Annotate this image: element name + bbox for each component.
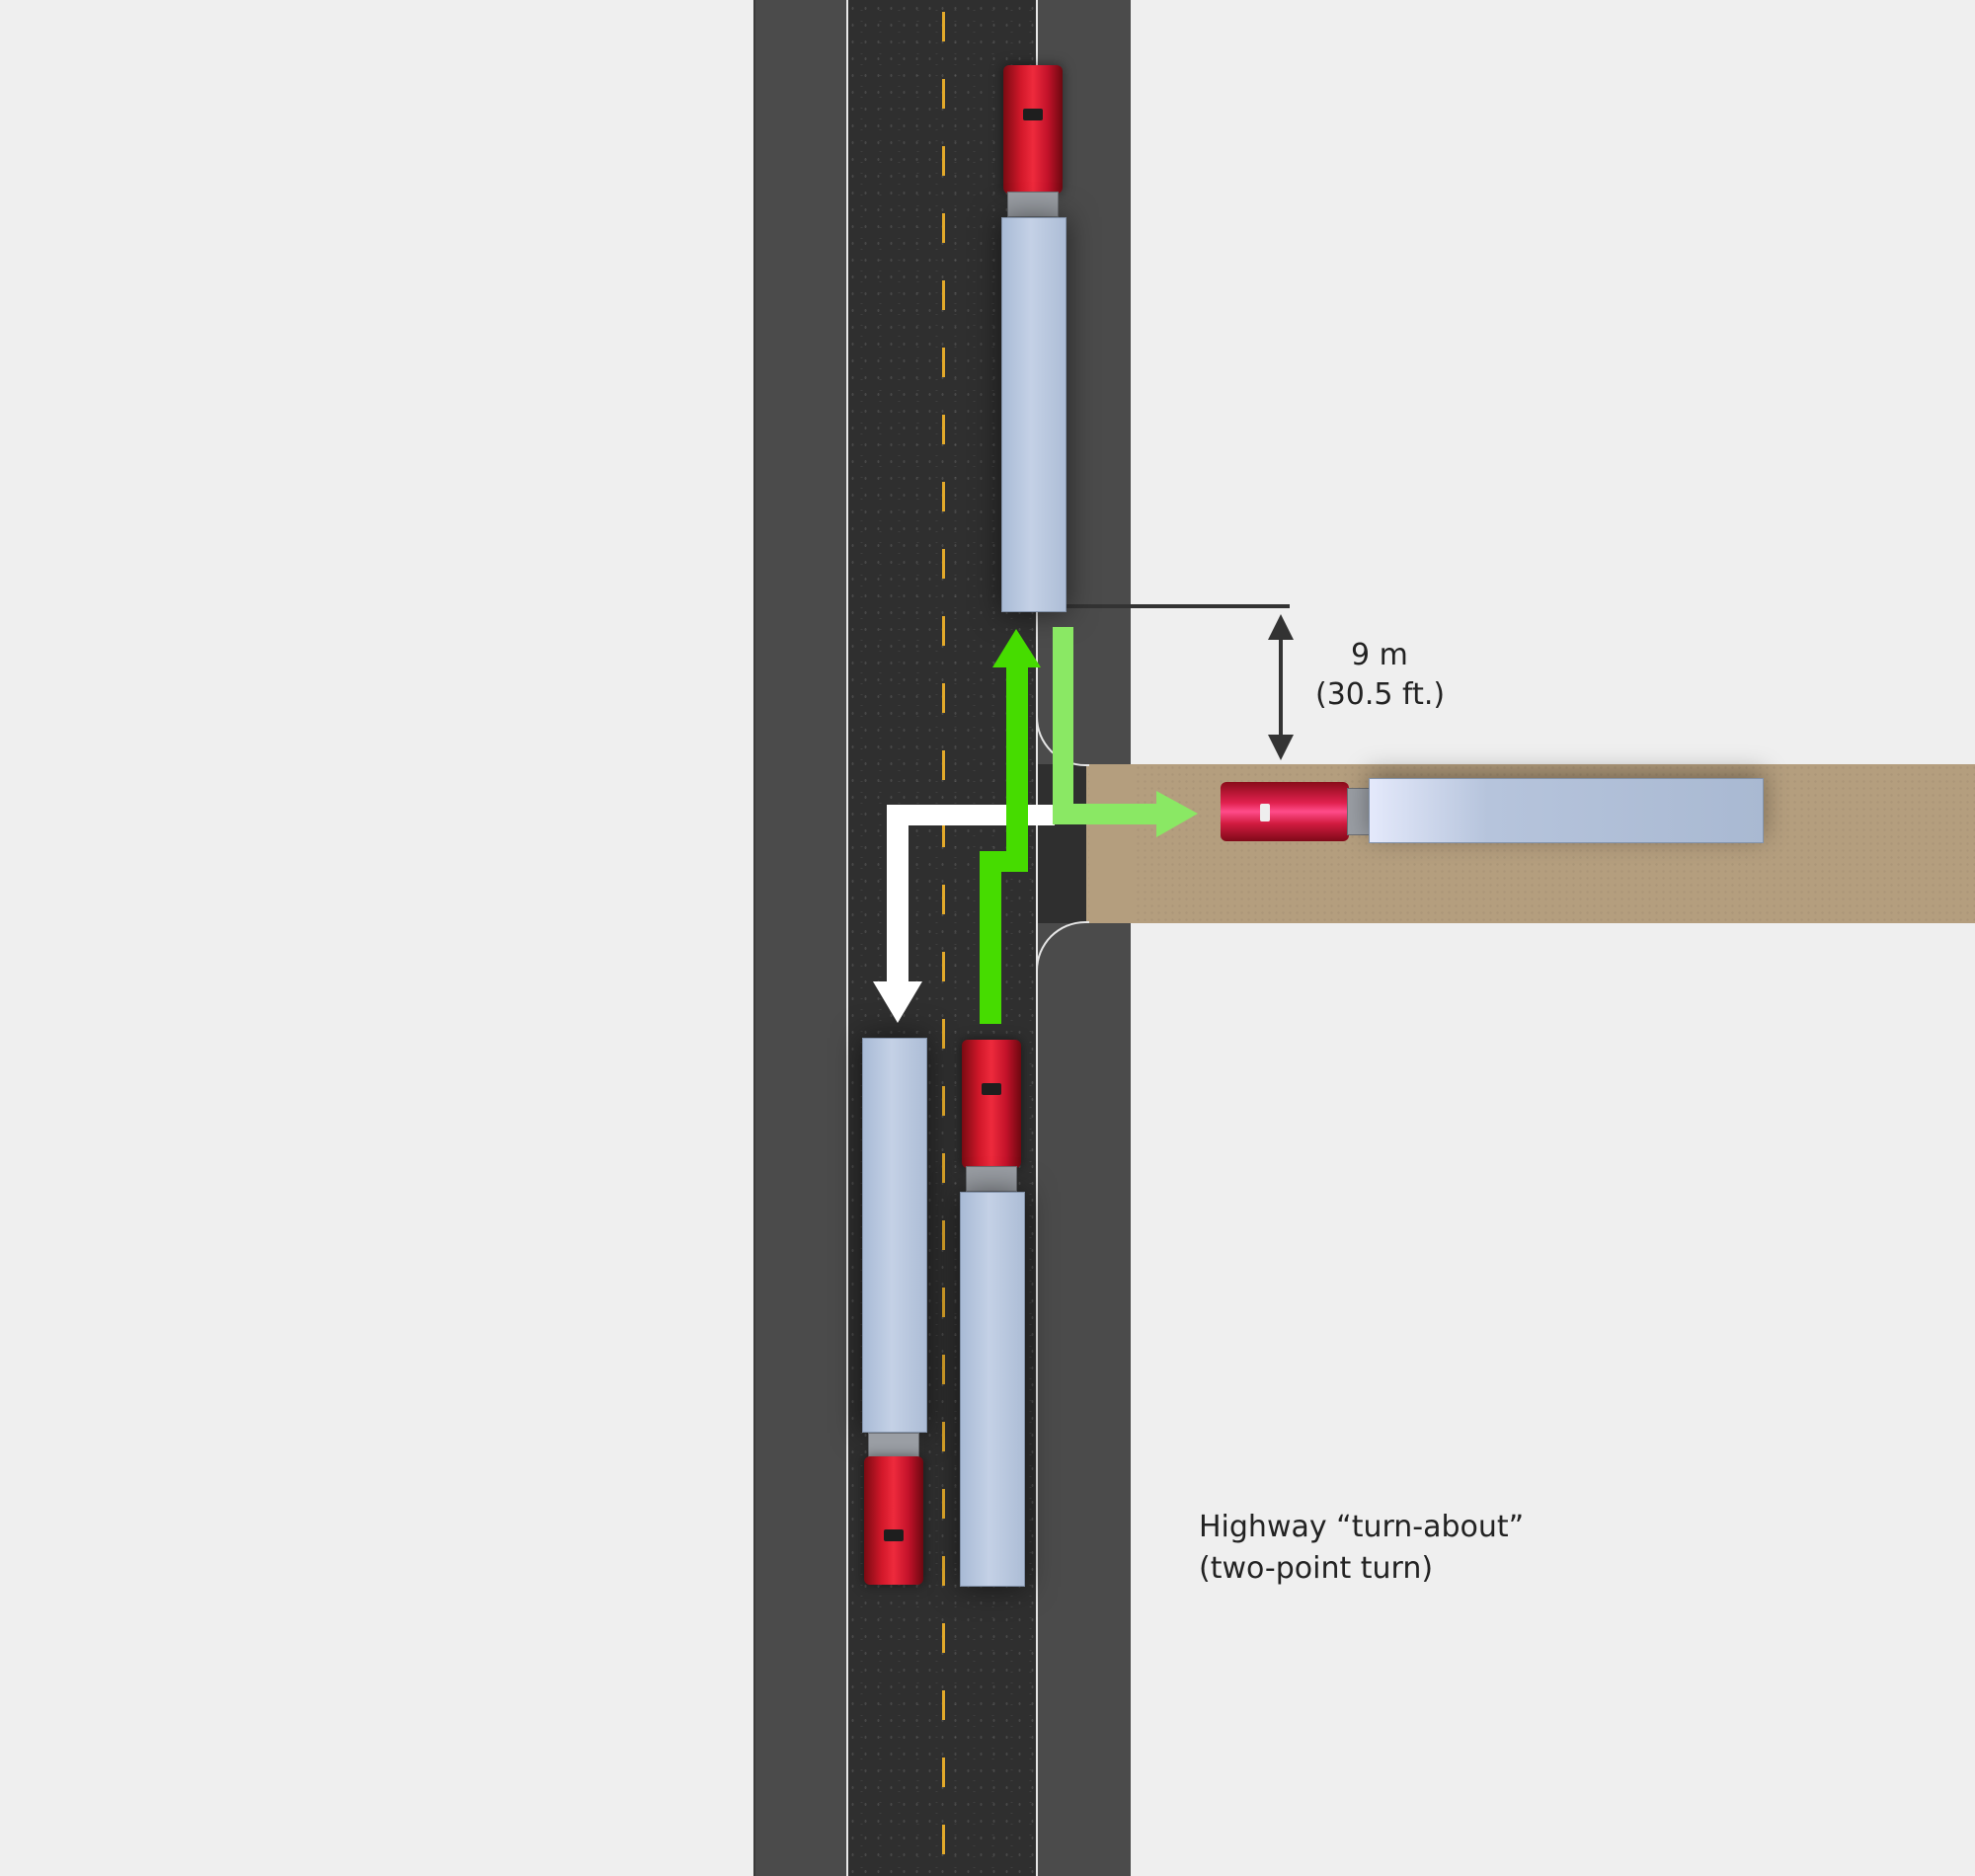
right-edge-line (1036, 0, 1038, 1876)
truck-cab-side (1221, 782, 1349, 841)
trailer-bottom-left (862, 1038, 927, 1433)
truck-cab-bottom-right (962, 1040, 1021, 1168)
curb-return-bottom (1036, 921, 1095, 1876)
center-dashed-line (942, 0, 945, 1876)
truck-side-road (1221, 778, 1766, 847)
fifth-wheel (966, 1166, 1017, 1192)
diagram-caption-line2: (two-point turn) (1199, 1551, 1434, 1586)
trailer-top (1001, 217, 1066, 612)
truck-bottom-right (960, 1040, 1025, 1588)
white-turn-arrow-icon (873, 805, 1055, 1023)
truck-bottom-left (862, 1038, 927, 1586)
trailer-bottom-right (960, 1192, 1025, 1587)
side-road-dirt-left (1089, 764, 1133, 923)
truck-cab-bottom-left (864, 1456, 923, 1585)
dimension-reference-line (1066, 604, 1290, 608)
trailer-side (1369, 778, 1764, 843)
shoulder-right-edge (1093, 0, 1131, 1876)
cab-grille (1023, 109, 1043, 120)
left-edge-line (846, 0, 848, 1876)
diagram-caption-line1: Highway “turn-about” (1199, 1510, 1525, 1544)
cab-grille (982, 1083, 1001, 1095)
fifth-wheel (868, 1433, 919, 1458)
cab-grille (884, 1529, 904, 1541)
fifth-wheel (1007, 192, 1059, 217)
light-green-reverse-arrow-icon (1053, 627, 1198, 837)
dark-green-forward-arrow-icon (980, 629, 1041, 1024)
truck-top (1001, 65, 1066, 613)
dimension-double-arrow-icon (1266, 614, 1296, 760)
dimension-imperial: (30.5 ft.) (1315, 677, 1446, 712)
truck-cab-top (1003, 65, 1063, 194)
dimension-metric: 9 m (1351, 638, 1408, 672)
cab-grille (1260, 804, 1270, 821)
